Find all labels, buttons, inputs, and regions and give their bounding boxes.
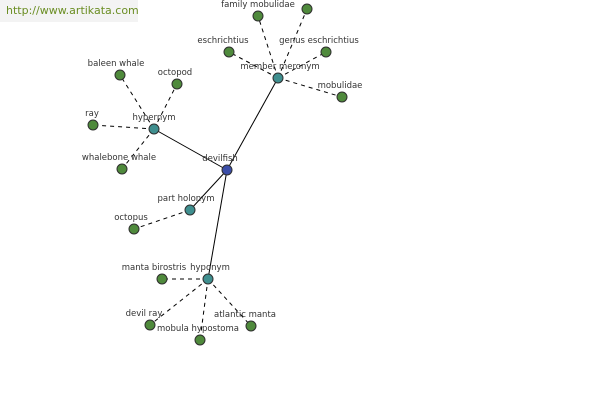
- edge-hypernym-to-ray: [92, 124, 155, 130]
- label-manta-birostris: manta birostris: [122, 263, 187, 273]
- node-ray[interactable]: [87, 119, 99, 131]
- label-devilfish: devilfish: [202, 154, 238, 164]
- node-eschrichtius[interactable]: [223, 46, 235, 58]
- label-member-meronym: member meronym: [240, 62, 319, 72]
- edge-hypernym-to-whalebone-whale: [121, 128, 155, 170]
- label-part-holonym: part holonym: [158, 194, 215, 204]
- node-genus-eschrichtius[interactable]: [320, 46, 332, 58]
- source-url-label: http://www.artikata.com: [0, 0, 139, 22]
- label-octopod: octopod: [158, 68, 192, 78]
- label-eschrichtius: eschrichtius: [197, 36, 249, 46]
- label-hyponym: hyponym: [190, 263, 230, 273]
- edge-member-meronym-to-eschrichtius: [228, 51, 279, 79]
- node-manta-birostris[interactable]: [156, 273, 168, 285]
- node-member-meronym[interactable]: [272, 72, 284, 84]
- node-part-holonym[interactable]: [184, 204, 196, 216]
- label-hypernym: hypernym: [132, 113, 175, 123]
- edge-devilfish-to-hyponym: [207, 169, 228, 280]
- node-whalebone-whale[interactable]: [116, 163, 128, 175]
- node-mobula-hypostoma[interactable]: [194, 334, 206, 346]
- edge-member-meronym-to-genus-eschrichtius: [277, 51, 327, 79]
- edge-devilfish-to-hypernym: [153, 128, 228, 171]
- edge-hypernym-to-baleen-whale: [119, 74, 155, 130]
- edge-devilfish-to-member-meronym: [226, 77, 279, 171]
- label-mobula-hypostoma: mobula hypostoma: [157, 324, 239, 334]
- edge-member-meronym-to-mobulidae: [277, 77, 343, 98]
- label-atlantic-manta: atlantic manta: [214, 310, 276, 320]
- label-octopus: octopus: [114, 213, 148, 223]
- label-genus-eschrichtius: genus eschrichtius: [279, 36, 359, 46]
- edge-hyponym-to-mobula-hypostoma: [199, 278, 209, 341]
- node-family-mobulidae[interactable]: [252, 10, 264, 22]
- label-ray: ray: [85, 109, 99, 119]
- node-octopus[interactable]: [128, 223, 140, 235]
- edges-layer: [92, 8, 343, 341]
- edge-devilfish-to-part-holonym: [189, 169, 228, 211]
- node-devilfish[interactable]: [221, 164, 233, 176]
- node-family-octopodidae[interactable]: [301, 3, 313, 15]
- node-devil-ray[interactable]: [144, 319, 156, 331]
- node-mobulidae[interactable]: [336, 91, 348, 103]
- node-baleen-whale[interactable]: [114, 69, 126, 81]
- edge-hyponym-to-atlantic-manta: [207, 278, 252, 327]
- node-hypernym[interactable]: [148, 123, 160, 135]
- label-whalebone-whale: whalebone whale: [82, 153, 156, 163]
- label-baleen-whale: baleen whale: [88, 59, 145, 69]
- nodes-layer: [87, 3, 348, 346]
- label-family-mobulidae: family mobulidae: [221, 0, 295, 10]
- label-devil-ray: devil ray: [126, 309, 163, 319]
- edge-member-meronym-to-family-mobulidae: [257, 15, 279, 79]
- node-atlantic-manta[interactable]: [245, 320, 257, 332]
- node-octopod[interactable]: [171, 78, 183, 90]
- labels-layer: devilfish hypernym member meronym part holo…: [82, 0, 363, 334]
- node-hyponym[interactable]: [202, 273, 214, 285]
- label-mobulidae: mobulidae: [318, 81, 363, 91]
- edge-part-holonym-to-octopus: [133, 209, 191, 230]
- edge-hypernym-to-octopod: [153, 83, 178, 130]
